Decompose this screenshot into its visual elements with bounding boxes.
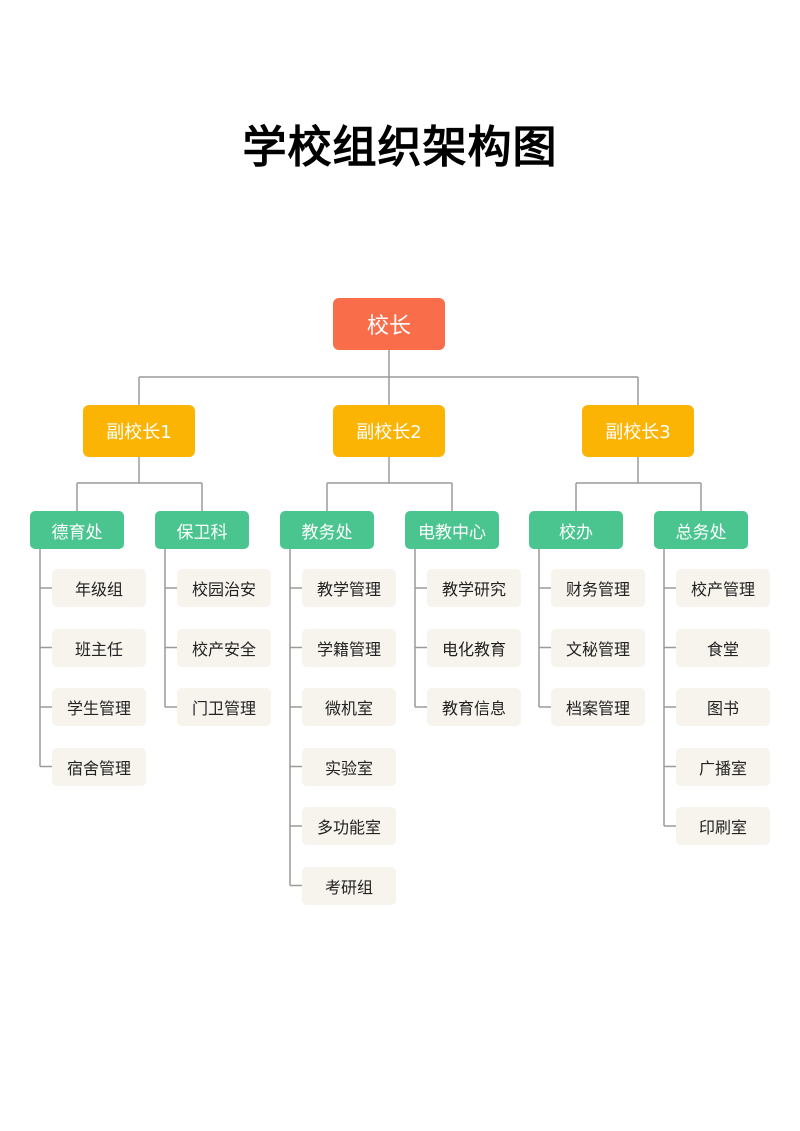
- node-unit: 教学研究: [427, 569, 521, 607]
- node-department: 教务处: [280, 511, 374, 549]
- node-unit: 档案管理: [551, 688, 645, 726]
- node-unit: 年级组: [52, 569, 146, 607]
- node-unit: 学生管理: [52, 688, 146, 726]
- node-vice-principal-2: 副校长2: [333, 405, 445, 457]
- node-unit: 实验室: [302, 747, 396, 786]
- node-unit: 校产安全: [177, 628, 271, 667]
- node-unit: 电化教育: [427, 628, 521, 667]
- node-unit: 食堂: [676, 628, 770, 667]
- root-node-principal: 校长: [333, 298, 445, 350]
- node-unit: 图书: [676, 688, 770, 726]
- page-title: 学校组织架构图: [242, 122, 558, 174]
- node-unit: 财务管理: [551, 569, 645, 607]
- node-unit: 印刷室: [676, 807, 770, 845]
- node-unit: 教学管理: [302, 569, 396, 607]
- node-unit: 校园治安: [177, 569, 271, 607]
- node-department: 校办: [529, 511, 623, 549]
- node-unit: 教育信息: [427, 688, 521, 726]
- node-unit: 广播室: [676, 747, 770, 786]
- node-unit: 考研组: [302, 866, 396, 905]
- node-vice-principal-1: 副校长1: [83, 405, 195, 457]
- node-unit: 学籍管理: [302, 628, 396, 667]
- node-unit: 校产管理: [676, 569, 770, 607]
- node-vice-principal-3: 副校长3: [582, 405, 694, 457]
- node-unit: 微机室: [302, 688, 396, 726]
- node-unit: 班主任: [52, 628, 146, 667]
- node-unit: 文秘管理: [551, 628, 645, 667]
- node-department: 总务处: [654, 511, 748, 549]
- node-unit: 宿舍管理: [52, 747, 146, 786]
- node-unit: 多功能室: [302, 807, 396, 845]
- node-department: 保卫科: [155, 511, 249, 549]
- node-unit: 门卫管理: [177, 688, 271, 726]
- node-department: 德育处: [30, 511, 124, 549]
- node-department: 电教中心: [405, 511, 499, 549]
